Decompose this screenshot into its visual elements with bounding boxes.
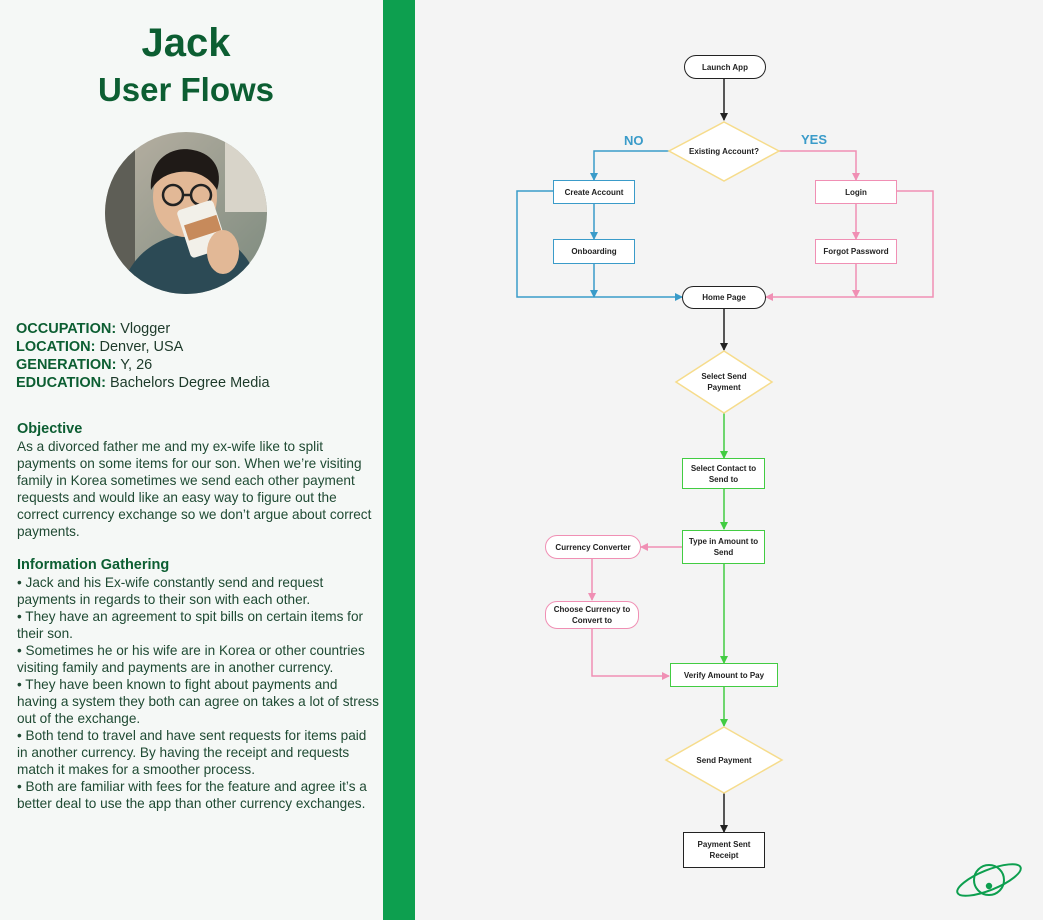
divider-stripe: [383, 0, 415, 920]
node-select-send-payment: Select Send Payment: [701, 372, 747, 392]
objective-text: As a divorced father me and my ex-wife l…: [17, 439, 372, 539]
info-item: • They have an agreement to spit bills o…: [17, 609, 364, 641]
information-gathering-section: Information Gathering • Jack and his Ex-…: [17, 557, 379, 812]
node-choose-currency: Choose Currency to Convert to: [545, 601, 639, 629]
branch-label-no: NO: [624, 133, 644, 148]
objective-heading: Objective: [17, 421, 83, 437]
node-forgot-password: Forgot Password: [815, 239, 897, 264]
info-item: • Both are familiar with fees for the fe…: [17, 779, 367, 811]
node-verify-amount: Verify Amount to Pay: [670, 663, 778, 687]
persona-facts: OCCUPATION: Vlogger LOCATION: Denver, US…: [16, 320, 376, 392]
objective-section: Objective As a divorced father me and my…: [17, 421, 379, 540]
info-item: • Sometimes he or his wife are in Korea …: [17, 643, 365, 675]
node-currency-converter: Currency Converter: [545, 535, 641, 559]
node-create-account: Create Account: [553, 180, 635, 204]
avatar: [105, 132, 267, 294]
node-home-page: Home Page: [682, 286, 766, 309]
fact-generation: GENERATION: Y, 26: [16, 357, 153, 373]
node-existing-account: Existing Account?: [689, 146, 759, 156]
info-item: • They have been known to fight about pa…: [17, 677, 379, 726]
node-login: Login: [815, 180, 897, 204]
fact-education: EDUCATION: Bachelors Degree Media: [16, 375, 270, 391]
fact-occupation: OCCUPATION: Vlogger: [16, 321, 171, 337]
fact-location: LOCATION: Denver, USA: [16, 339, 184, 355]
persona-name: Jack: [141, 21, 231, 65]
node-send-payment: Send Payment: [696, 755, 752, 765]
node-payment-sent-receipt: Payment Sent Receipt: [683, 832, 765, 868]
page-subtitle: User Flows: [97, 71, 275, 108]
info-item: • Jack and his Ex-wife constantly send a…: [17, 575, 324, 607]
node-onboarding: Onboarding: [553, 239, 635, 264]
node-type-in-amount: Type in Amount to Send: [682, 530, 765, 564]
node-select-contact: Select Contact to Send to: [682, 458, 765, 489]
persona-panel: Jack User Flows OCCUPATION:: [0, 0, 383, 920]
information-gathering-heading: Information Gathering: [17, 557, 170, 573]
node-launch-app: Launch App: [684, 55, 766, 79]
branch-label-yes: YES: [801, 132, 828, 147]
info-item: • Both tend to travel and have sent requ…: [17, 728, 367, 777]
